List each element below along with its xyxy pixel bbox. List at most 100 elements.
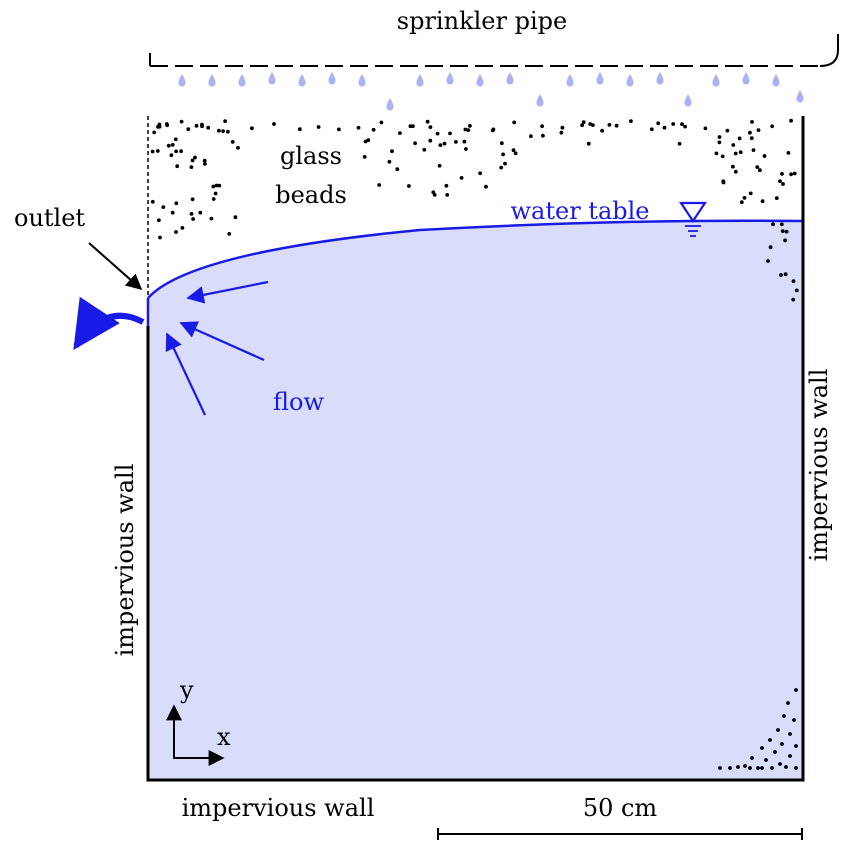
glass-bead: [362, 155, 367, 159]
glass-bead: [395, 167, 400, 172]
wall-bottom-label: impervious wall: [182, 794, 375, 822]
glass-bead: [677, 141, 682, 146]
glass-bead: [794, 688, 798, 692]
glass-bead: [227, 232, 232, 236]
glass-bead: [217, 128, 221, 133]
glass-bead: [792, 718, 796, 722]
glass-bead: [478, 171, 482, 176]
glass-bead: [411, 124, 415, 129]
glass-bead: [463, 127, 468, 132]
glass-bead: [788, 754, 792, 758]
glass-bead: [511, 148, 516, 153]
glass-bead: [768, 738, 772, 742]
glass-bead: [649, 127, 654, 132]
glass-bead: [468, 124, 472, 128]
glass-bead: [200, 122, 204, 127]
glass-bead: [413, 141, 417, 146]
water-droplet: [358, 74, 366, 87]
water-droplet: [712, 74, 720, 87]
glass-bead: [462, 139, 467, 144]
glass-bead: [174, 201, 179, 206]
glass-bead: [175, 164, 180, 169]
sprinkler-label: sprinkler pipe: [397, 7, 567, 35]
glass-bead: [428, 125, 433, 129]
water-table-symbol: [678, 201, 708, 237]
glass-bead: [600, 128, 604, 133]
glass-bead: [748, 766, 752, 770]
water-droplet: [386, 98, 394, 111]
glass-bead: [173, 137, 178, 142]
glass-bead: [161, 205, 166, 210]
water-droplet: [684, 94, 692, 107]
glass-bead: [186, 127, 191, 132]
water-droplet: [626, 74, 634, 87]
glass-bead: [190, 197, 195, 202]
glass-bead: [297, 127, 302, 132]
glass-bead: [158, 235, 162, 240]
glass-bead: [580, 123, 584, 128]
glass-beads-label-2: beads: [275, 181, 347, 209]
glass-bead: [407, 184, 411, 188]
glass-bead: [771, 222, 775, 227]
glass-bead: [794, 766, 798, 770]
axis-y-label: y: [179, 676, 194, 704]
wall-right-label: impervious wall: [805, 369, 833, 562]
glass-bead: [781, 182, 785, 186]
glass-bead: [607, 123, 612, 127]
flow-arrow: [186, 280, 269, 304]
water-droplet: [656, 72, 664, 85]
glass-bead: [541, 133, 545, 138]
glass-bead: [190, 158, 195, 163]
axis-x-label: x: [217, 723, 231, 751]
glass-bead: [217, 183, 222, 188]
glass-bead: [166, 143, 171, 148]
glass-bead: [714, 151, 719, 156]
water-droplet: [268, 72, 276, 85]
glass-bead: [680, 122, 684, 127]
glass-bead: [778, 179, 782, 184]
water-droplet: [506, 72, 514, 85]
glass-bead: [776, 728, 780, 732]
water-droplet: [178, 74, 186, 87]
axis-indicator: y x: [166, 676, 231, 766]
glass-bead: [751, 148, 756, 153]
glass-bead: [656, 121, 661, 126]
glass-bead: [337, 127, 341, 132]
glass-bead: [236, 145, 240, 150]
glass-bead: [174, 149, 179, 154]
glass-bead: [203, 162, 207, 166]
scale-bar: [437, 828, 803, 840]
glass-bead: [718, 766, 722, 770]
glass-bead: [782, 714, 786, 718]
water-droplet: [208, 74, 216, 87]
glass-bead: [737, 136, 742, 141]
glass-bead: [766, 259, 770, 263]
glass-bead: [756, 766, 760, 770]
glass-bead: [223, 119, 228, 123]
glass-bead: [230, 140, 235, 144]
water-droplet: [446, 72, 454, 85]
glass-bead: [768, 245, 773, 250]
glass-bead: [316, 125, 321, 129]
glass-bead: [442, 141, 447, 146]
glass-bead: [721, 179, 726, 184]
glass-bead: [750, 120, 754, 124]
glass-bead: [588, 122, 593, 126]
glass-bead: [791, 297, 796, 302]
outlet-label: outlet: [14, 204, 85, 232]
glass-bead: [398, 131, 402, 136]
glass-bead: [213, 191, 218, 196]
glass-bead: [789, 172, 793, 177]
glass-bead: [717, 140, 722, 145]
water-droplet: [298, 74, 306, 87]
glass-bead: [191, 217, 196, 221]
glass-bead: [733, 151, 738, 156]
glass-bead: [614, 123, 619, 128]
glass-bead: [720, 154, 725, 159]
glass-bead: [749, 136, 754, 141]
glass-bead: [780, 172, 784, 176]
glass-bead: [422, 147, 427, 152]
glass-bead: [748, 130, 752, 135]
glass-bead: [206, 125, 211, 130]
